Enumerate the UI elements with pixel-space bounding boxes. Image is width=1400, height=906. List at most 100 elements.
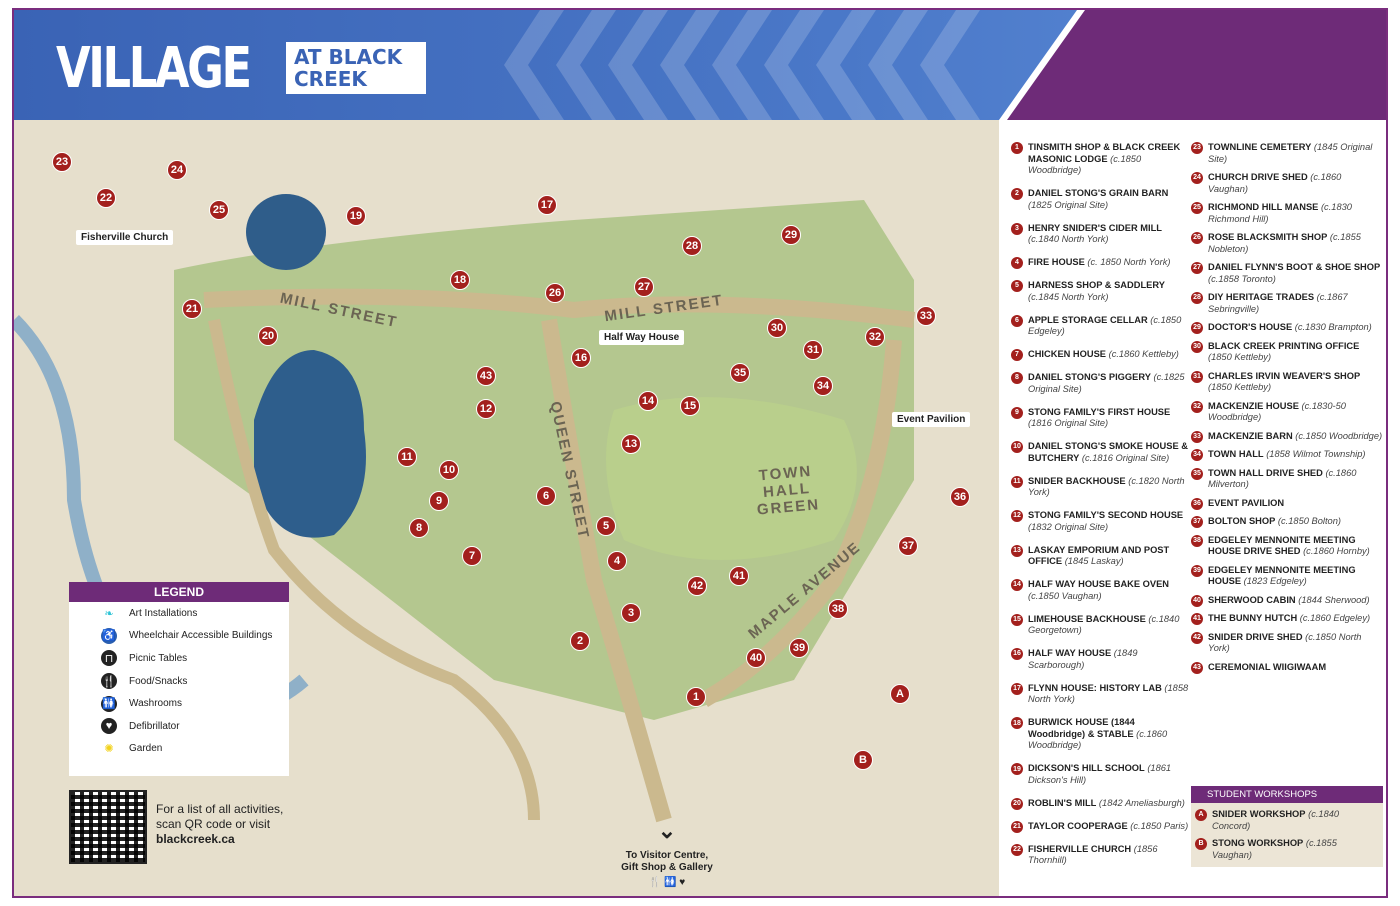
picnic-table-icon: ⊓ [101, 650, 117, 667]
number-badge: 33 [1191, 430, 1203, 443]
map-marker-8[interactable]: 8 [409, 518, 429, 538]
map-marker-39[interactable]: 39 [789, 638, 809, 658]
map-marker-A[interactable]: A [890, 684, 910, 704]
map-marker-11[interactable]: 11 [397, 447, 417, 467]
map-marker-35[interactable]: 35 [730, 363, 750, 383]
map-marker-28[interactable]: 28 [682, 236, 702, 256]
map-marker-14[interactable]: 14 [638, 391, 658, 411]
map-marker-3[interactable]: 3 [621, 603, 641, 623]
map-marker-16[interactable]: 16 [571, 348, 591, 368]
map-marker-37[interactable]: 37 [898, 536, 918, 556]
map-marker-6[interactable]: 6 [536, 486, 556, 506]
map-marker-42[interactable]: 42 [687, 576, 707, 596]
legend-item: ❧Art Installations [69, 602, 289, 625]
qr-code[interactable] [69, 790, 147, 864]
map-marker-4[interactable]: 4 [607, 551, 627, 571]
map-marker-24[interactable]: 24 [167, 160, 187, 180]
building-detail: (c.1860 Edgeley) [1299, 613, 1371, 623]
map-marker-9[interactable]: 9 [429, 491, 449, 511]
map-marker-10[interactable]: 10 [439, 460, 459, 480]
map-marker-41[interactable]: 41 [729, 566, 749, 586]
map-marker-20[interactable]: 20 [258, 326, 278, 346]
map-marker-27[interactable]: 27 [634, 277, 654, 297]
map-marker-40[interactable]: 40 [746, 648, 766, 668]
map-marker-34[interactable]: 34 [813, 376, 833, 396]
building-name: DIY HERITAGE TRADES [1208, 292, 1315, 302]
chevron-shape [764, 10, 824, 120]
map-marker-B[interactable]: B [853, 750, 873, 770]
map-marker-25[interactable]: 25 [209, 200, 229, 220]
map-marker-7[interactable]: 7 [462, 546, 482, 566]
map-marker-22[interactable]: 22 [96, 188, 116, 208]
map-marker-31[interactable]: 31 [803, 340, 823, 360]
visitor-line-2: Gift Shop & Gallery [621, 862, 713, 873]
map-marker-36[interactable]: 36 [950, 487, 970, 507]
map-marker-26[interactable]: 26 [545, 283, 565, 303]
map-marker-12[interactable]: 12 [476, 399, 496, 419]
map-marker-13[interactable]: 13 [621, 434, 641, 454]
map-marker-21[interactable]: 21 [182, 299, 202, 319]
map-marker-43[interactable]: 43 [476, 366, 496, 386]
building-name: MACKENZIE HOUSE [1208, 400, 1299, 411]
website-link[interactable]: blackcreek.ca [156, 832, 235, 846]
map-marker-30[interactable]: 30 [767, 318, 787, 338]
map-marker-19[interactable]: 19 [346, 206, 366, 226]
map-marker-5[interactable]: 5 [596, 516, 616, 536]
map-marker-33[interactable]: 33 [916, 306, 936, 326]
map-marker-38[interactable]: 38 [828, 599, 848, 619]
map-marker-29[interactable]: 29 [781, 225, 801, 245]
map-marker-32[interactable]: 32 [865, 327, 885, 347]
map-marker-2[interactable]: 2 [570, 631, 590, 651]
map-marker-23[interactable]: 23 [52, 152, 72, 172]
map-marker-17[interactable]: 17 [537, 195, 557, 215]
map-marker-18[interactable]: 18 [450, 270, 470, 290]
map-marker-15[interactable]: 15 [680, 396, 700, 416]
map-marker-1[interactable]: 1 [686, 687, 706, 707]
